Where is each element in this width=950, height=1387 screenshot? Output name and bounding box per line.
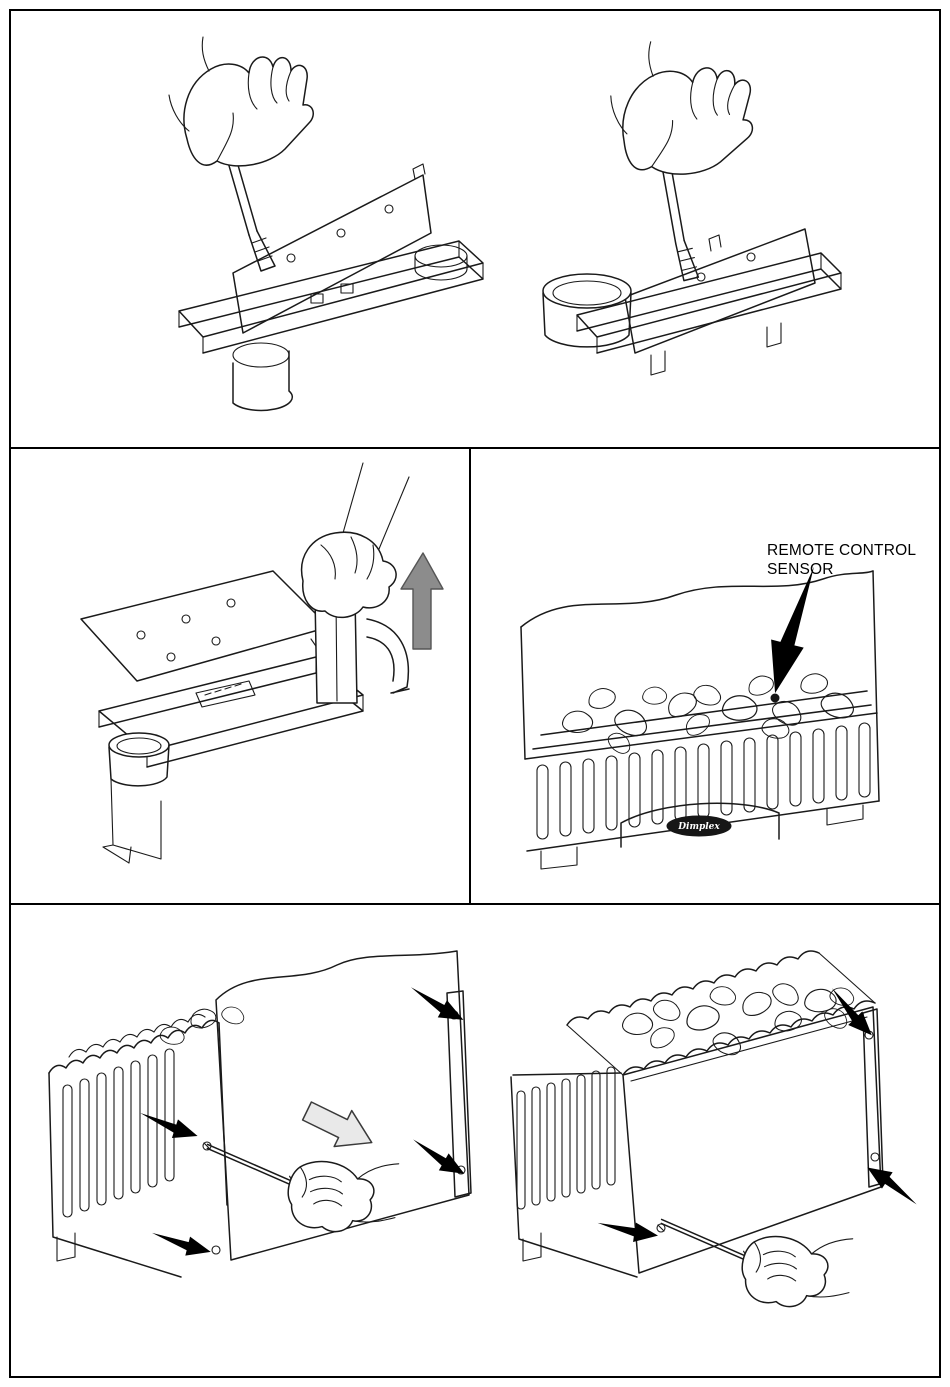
brand-badge-label: Dimplex — [677, 822, 720, 832]
pump-duct — [366, 618, 410, 694]
remote-sensor-label: REMOTE CONTROL SENSOR — [767, 542, 916, 579]
hand-with-brush-right — [591, 37, 762, 287]
screw-arrow-icon — [406, 1134, 470, 1183]
remote-sensor-dot — [770, 693, 780, 703]
remote-sensor-figure: Dimplex — [520, 560, 880, 870]
screw-arrow-icon — [595, 1217, 660, 1246]
sump-tray-left — [178, 163, 484, 412]
sump-body — [98, 656, 364, 864]
gray-up-arrow-icon — [400, 552, 444, 650]
sump-tray-right — [542, 228, 842, 376]
panel-remote-sensor: Dimplex REMOTE CONTROL SENSOR — [471, 449, 939, 903]
insert-direction-arrow-icon — [301, 1101, 373, 1148]
screw-arrow-icon — [862, 1159, 925, 1210]
hand-with-screwdriver-right — [655, 1218, 854, 1312]
glass-screws-figure — [48, 950, 925, 1312]
removed-component — [314, 596, 358, 704]
hand-with-screwdriver-left — [201, 1143, 400, 1237]
panel-glass-screws — [11, 905, 939, 1376]
panel-remove-component — [11, 449, 471, 903]
fireplace-unit: Dimplex — [520, 570, 880, 870]
clean-sump-figure — [168, 36, 842, 412]
hand-with-brush-left — [168, 36, 315, 272]
unit-glass-removed — [48, 950, 472, 1278]
coal-pile-right — [621, 978, 857, 1060]
manual-page: Dimplex REMOTE CONTROL SENSOR — [9, 9, 941, 1378]
hand-pulling-component — [300, 462, 410, 619]
brand-badge — [666, 815, 732, 837]
remove-component-figure — [80, 462, 444, 864]
panel-clean-sump — [11, 11, 939, 449]
screw-arrow-icon — [148, 1227, 214, 1262]
screw-arrow-icon — [135, 1107, 201, 1146]
unit-glass-fitted — [510, 950, 925, 1312]
